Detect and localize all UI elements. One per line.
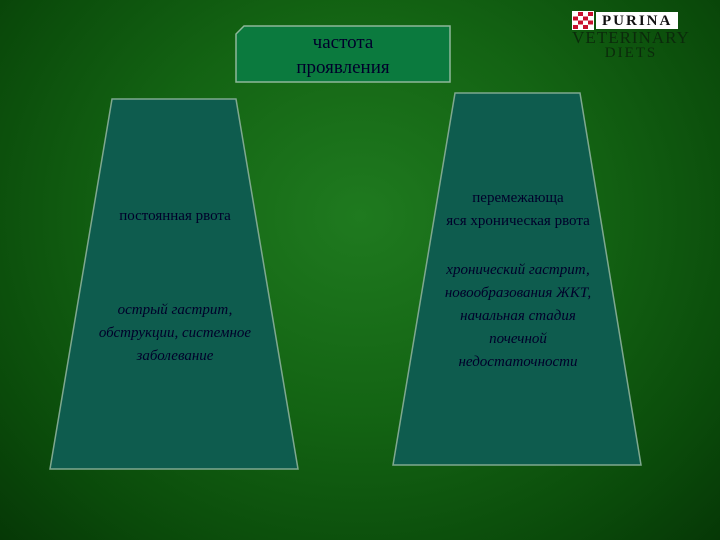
right-cause-line-2: новообразования ЖКТ,: [444, 285, 592, 301]
left-title-line: постоянная рвота: [119, 208, 231, 224]
right-title-line-2: яся хроническая рвота: [446, 213, 590, 229]
right-causes: хронический гастрит, новообразования ЖКТ…: [400, 259, 636, 374]
right-trapezoid: [392, 92, 642, 466]
purina-logo-top: PURINA: [572, 10, 679, 30]
right-cause-line-4: почечной: [489, 331, 547, 347]
left-cause-line-1: острый гастрит,: [117, 302, 233, 318]
logo-veterinary: VETERINARY: [572, 28, 690, 47]
left-cause-line-2: обструкции, системное: [98, 325, 252, 341]
checkerboard-icon: [572, 10, 594, 30]
right-title-line-1: перемежающа: [472, 190, 564, 206]
purina-logo: PURINA VETERINARY DIETS: [556, 8, 706, 61]
header-box: [235, 25, 451, 83]
left-cause-line-3: заболевание: [136, 348, 214, 364]
left-trapezoid: [49, 98, 299, 470]
left-causes: острый гастрит, обструкции, системное за…: [55, 299, 295, 368]
purina-wordmark: PURINA: [596, 11, 679, 29]
right-cause-line-1: хронический гастрит,: [446, 262, 590, 278]
header-line-2: проявления: [296, 57, 390, 78]
logo-diets: DIETS: [604, 45, 658, 61]
right-title: перемежающа яся хроническая рвота: [400, 187, 636, 233]
right-cause-line-3: начальная стадия: [460, 308, 576, 324]
header-label: частота проявления: [236, 30, 450, 80]
header-line-1: частота: [312, 32, 374, 53]
left-title: постоянная рвота: [60, 205, 290, 228]
right-cause-line-5: недостаточности: [458, 354, 578, 370]
